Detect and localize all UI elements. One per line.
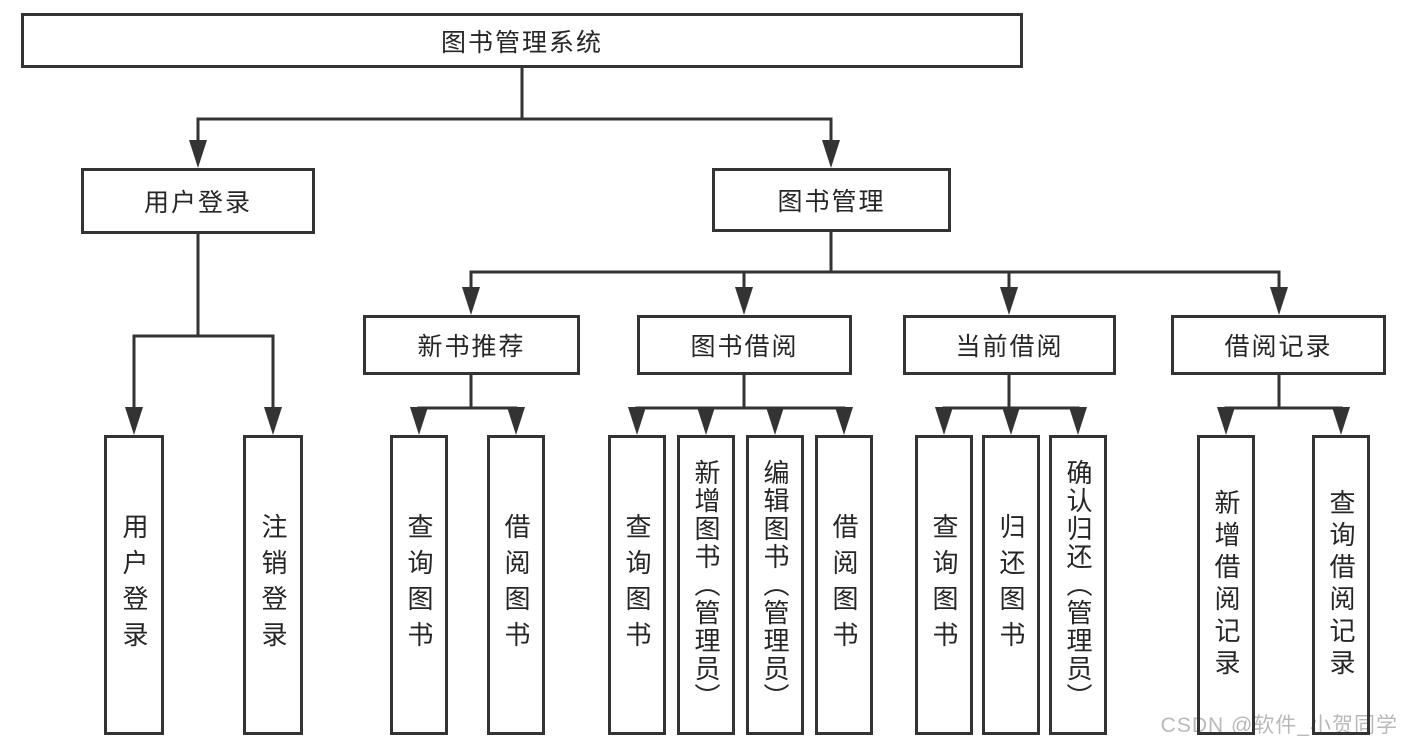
node-label: 新增借阅记录	[1211, 489, 1241, 681]
node-label: 编辑图书（管理员）	[760, 459, 790, 711]
node-label: 查询图书	[929, 513, 959, 657]
node-label: 图书借阅	[690, 333, 799, 361]
leaf-confirm-return-admin: 确认归还（管理员）	[1049, 435, 1107, 735]
leaf-borrow-books: 借阅图书	[815, 435, 873, 735]
node-book-management: 图书管理	[712, 168, 951, 232]
node-label: 借阅记录	[1224, 333, 1333, 361]
leaf-edit-books-admin: 编辑图书（管理员）	[746, 435, 804, 735]
arrowheads	[125, 140, 1350, 435]
node-current-borrow: 当前借阅	[903, 315, 1116, 375]
node-label: 新增图书（管理员）	[691, 459, 721, 711]
node-label: 归还图书	[996, 513, 1026, 657]
leaf-query-borrow-record: 查询借阅记录	[1312, 435, 1370, 735]
node-label: 用户登录	[119, 513, 149, 657]
node-new-book-recommend: 新书推荐	[363, 315, 580, 375]
node-label: 图书管理系统	[440, 28, 603, 57]
node-book-borrow: 图书借阅	[637, 315, 852, 375]
leaf-borrow-books: 借阅图书	[487, 435, 545, 735]
leaf-add-borrow-record: 新增借阅记录	[1197, 435, 1255, 735]
tree-edges	[132, 66, 1343, 424]
leaf-user-login: 用户登录	[104, 435, 164, 735]
node-label: 借阅图书	[829, 513, 859, 657]
node-label: 用户登录	[143, 189, 252, 217]
node-label: 图书管理	[777, 188, 886, 216]
leaf-return-books: 归还图书	[982, 435, 1040, 735]
leaf-query-books: 查询图书	[608, 435, 666, 735]
node-root-system: 图书管理系统	[21, 13, 1023, 68]
node-label: 注销登录	[258, 513, 288, 657]
node-borrow-records: 借阅记录	[1171, 315, 1386, 375]
watermark: CSDN @软件_小贺同学	[1160, 714, 1398, 737]
node-label: 确认归还（管理员）	[1063, 459, 1093, 711]
leaf-query-books: 查询图书	[915, 435, 973, 735]
node-label: 新书推荐	[417, 333, 526, 361]
node-label: 查询图书	[622, 513, 652, 657]
node-label: 当前借阅	[955, 333, 1064, 361]
leaf-add-books-admin: 新增图书（管理员）	[677, 435, 735, 735]
leaf-user-logout: 注销登录	[243, 435, 303, 735]
node-label: 查询图书	[404, 513, 434, 657]
leaf-query-books: 查询图书	[390, 435, 448, 735]
node-label: 借阅图书	[501, 513, 531, 657]
node-label: 查询借阅记录	[1326, 489, 1356, 681]
